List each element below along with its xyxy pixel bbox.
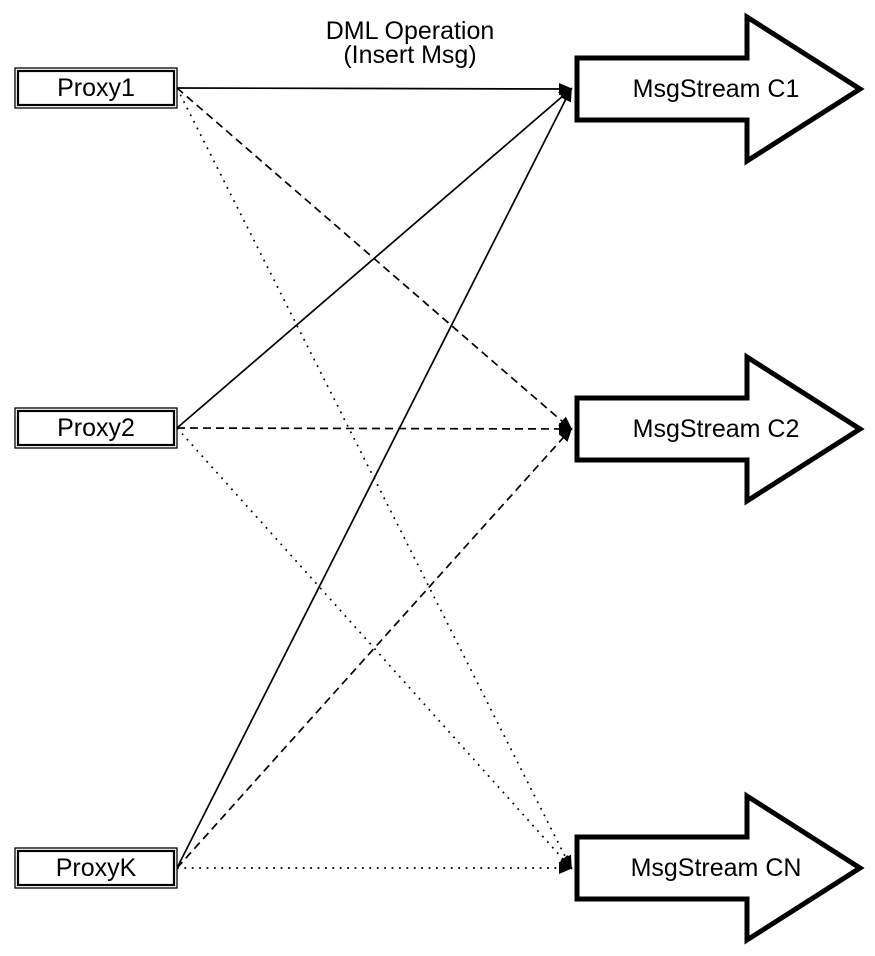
msgstream-c1-label: MsgStream C1	[632, 74, 800, 103]
proxy1-label: Proxy1	[57, 73, 135, 102]
proxy2-box-inner	[16, 409, 176, 447]
msgstream-c1-arrow-shape	[574, 12, 865, 166]
edge-proxyk-c2	[176, 427, 573, 869]
dml-operation-label: DML Operation (Insert Msg)	[295, 17, 525, 69]
dml-operation-label-line2: (Insert Msg)	[343, 41, 477, 69]
proxyk-label: ProxyK	[55, 853, 137, 882]
proxyk-box-outer	[14, 847, 178, 889]
proxy2-box-outer	[14, 407, 178, 449]
proxy1-box-inner	[16, 69, 176, 107]
edge-proxy2-c2	[176, 422, 573, 435]
msgstream-cn-label: MsgStream CN	[630, 853, 802, 882]
proxyk-box-inner	[16, 849, 176, 887]
edge-proxyk-c1	[176, 87, 572, 869]
edge-proxy2-c1	[176, 87, 573, 429]
msgstream-c2-arrow-shape	[574, 352, 865, 506]
edges	[176, 82, 573, 874]
proxy1-box-outer	[14, 67, 178, 109]
proxy-boxes	[14, 67, 178, 889]
edge-proxy2-cn	[176, 427, 573, 870]
msgstream-cn-arrow-shape	[574, 791, 865, 945]
edge-proxy1-c1	[176, 82, 573, 95]
dml-operation-label-line1: DML Operation	[325, 17, 495, 45]
stream-arrows	[574, 12, 865, 945]
proxy2-label: Proxy2	[57, 413, 135, 442]
msgstream-c2-label: MsgStream C2	[632, 414, 800, 443]
